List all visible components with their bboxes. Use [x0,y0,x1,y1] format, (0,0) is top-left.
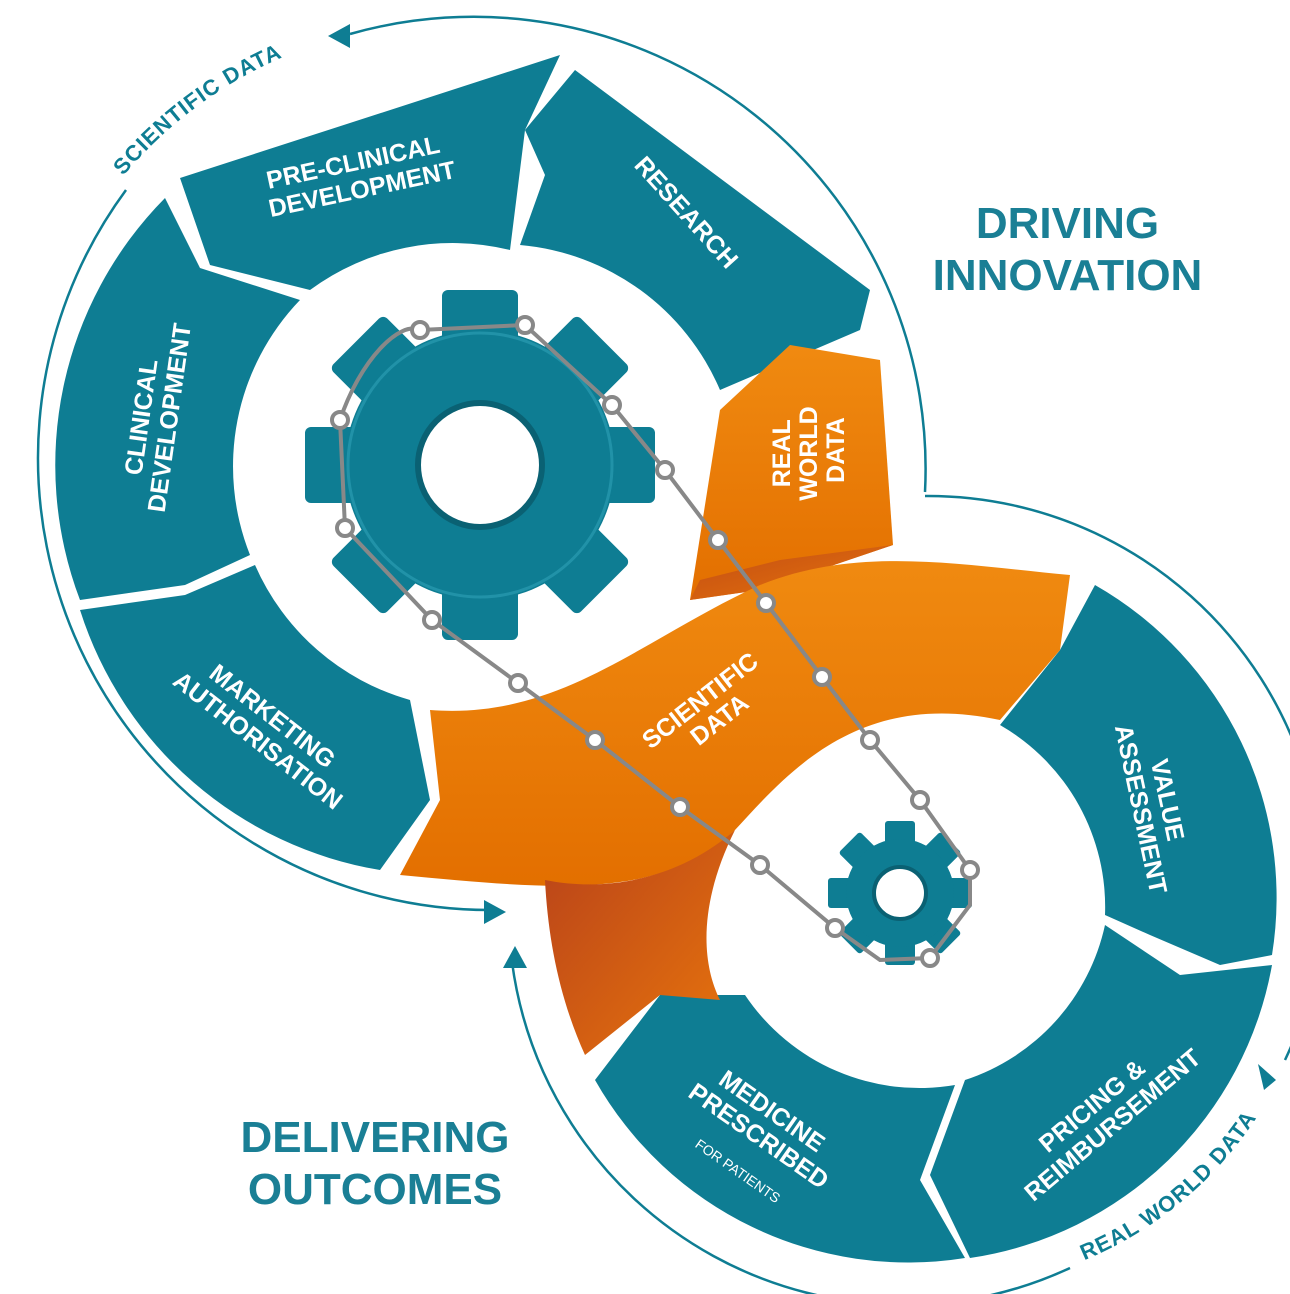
arrow-icon-left [503,946,527,968]
driving-innovation-title: DRIVING INNOVATION [925,198,1210,302]
segment-marketing [80,565,430,870]
real-world-data-band [690,345,893,600]
lower-outer-arc-bottom [510,961,1071,1294]
delivering-title-line-2: OUTCOMES [247,1165,503,1214]
segment-value [1000,585,1277,965]
real-world-data-shade [690,545,893,600]
arrow-icon-mid [484,900,506,924]
arrow-icon-top [328,24,350,48]
label-real-world-data: REAL WORLD DATA [768,399,850,500]
arrow-icon-right [1258,1064,1276,1090]
upper-outer-arc-top [349,15,927,493]
segment-preclinical [180,55,560,290]
scientific-data-lower-tail [545,830,735,1055]
segment-clinical [55,198,301,600]
delivering-title-line-1: DELIVERING [240,1113,510,1162]
gear-icon [305,290,655,640]
upper-outer-arc [36,189,491,912]
driving-title-line-2: INNOVATION [932,251,1203,300]
arrow-icon [328,24,1276,1090]
segment-research [520,70,870,390]
delivering-outcomes-title: DELIVERING OUTCOMES [225,1112,525,1216]
scientific-data-band [400,561,1070,886]
outer-arcs [36,15,1290,1294]
chain-links [330,315,980,968]
segment-medicine [595,995,965,1263]
lower-outer-arc [924,494,1290,1061]
gear-icon-small [828,821,972,965]
driving-title-line-1: DRIVING [975,199,1160,248]
upper-cycle [55,55,870,870]
lower-cycle [595,585,1277,1263]
segment-pricing [930,925,1272,1258]
